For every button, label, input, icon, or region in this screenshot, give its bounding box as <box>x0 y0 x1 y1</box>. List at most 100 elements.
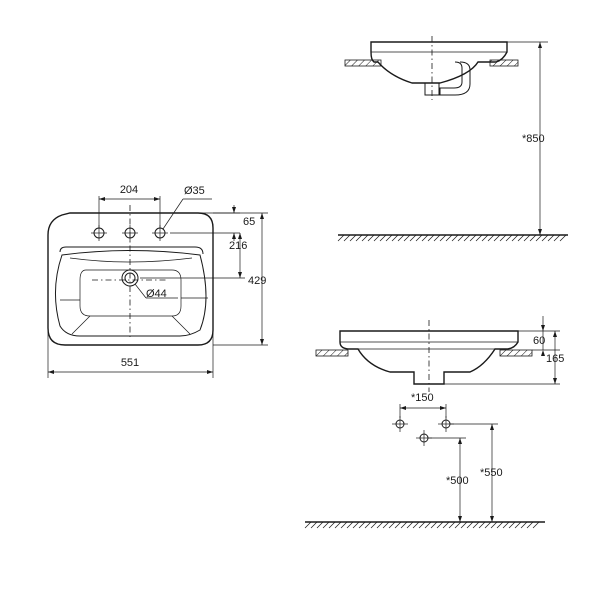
drain-hole <box>121 269 139 287</box>
floor-hatch-mark <box>385 234 393 242</box>
floor-hatch-mark <box>409 234 417 242</box>
floor-hatch-mark <box>382 521 390 529</box>
floor-hatch-mark <box>466 521 474 529</box>
floor-hatch-mark <box>553 234 561 242</box>
floor-hatch-mark <box>364 521 372 529</box>
floor-hatch-mark <box>358 521 366 529</box>
floor-hatch-mark <box>496 521 504 529</box>
deck-edge <box>59 246 204 255</box>
dim-204-label: 204 <box>120 184 138 196</box>
floor-hatch-mark <box>493 234 501 242</box>
floor-hatch-mark <box>511 234 519 242</box>
dim-installation-height: *850 <box>507 41 548 235</box>
floor-hatch-mark <box>418 521 426 529</box>
floor-hatch-mark <box>394 521 402 529</box>
floor-hatch-mark <box>346 521 354 529</box>
floor-hatch-mark <box>481 234 489 242</box>
front-floor-hatch <box>304 521 540 529</box>
floor-hatch-mark <box>514 521 522 529</box>
floor-hatch-mark <box>361 234 369 242</box>
dim-216-label: 216 <box>229 240 247 252</box>
floor-hatch-mark <box>457 234 465 242</box>
floor-hatch-mark <box>343 234 351 242</box>
dim-65-label: 65 <box>243 216 255 228</box>
floor-hatch-mark <box>448 521 456 529</box>
floor-hatch-mark <box>403 234 411 242</box>
dim-drain-and-supply-height: *500 *550 <box>428 423 503 522</box>
dim-165-label: 165 <box>546 353 564 365</box>
floor-hatch-mark <box>421 234 429 242</box>
floor-hatch-mark <box>406 521 414 529</box>
counter-left <box>344 59 382 67</box>
floor-hatch-mark <box>334 521 342 529</box>
floor-hatch-mark <box>415 234 423 242</box>
floor-hatch-mark <box>310 521 318 529</box>
dim-holes-spacing: 204 <box>98 184 161 228</box>
floor-hatch-mark <box>490 521 498 529</box>
floor-hatch-mark <box>373 234 381 242</box>
floor-hatch-mark <box>499 234 507 242</box>
floor-hatch-mark <box>547 234 555 242</box>
floor-hatch-mark <box>469 234 477 242</box>
floor-hatch-mark <box>532 521 540 529</box>
dim-60-label: 60 <box>533 335 545 347</box>
top-view: 204 Ø35 65 216 <box>47 184 268 378</box>
floor-hatch-mark <box>559 234 567 242</box>
dim-150-label: *150 <box>411 392 434 404</box>
floor-hatch-mark <box>388 521 396 529</box>
dim-850-label: *850 <box>522 133 545 145</box>
dim-tap-to-drain: 216 <box>140 233 247 279</box>
floor-hatch-mark <box>337 234 345 242</box>
floor-hatch-mark <box>412 521 420 529</box>
floor-hatch-mark <box>520 521 528 529</box>
counter-right <box>489 59 519 67</box>
floor-hatch-mark <box>535 234 543 242</box>
floor-hatch-mark <box>352 521 360 529</box>
bowl-contour-e <box>69 257 193 263</box>
floor-hatch-mark <box>463 234 471 242</box>
bowl-contour-c <box>71 315 91 335</box>
side-siphon <box>439 61 471 96</box>
tap-hole-centre <box>122 225 138 241</box>
floor-hatch-mark <box>478 521 486 529</box>
dim-drain-diameter: Ø44 <box>134 283 178 300</box>
floor-hatch-mark <box>442 521 450 529</box>
dim-rim-and-total-height: 60 165 <box>444 316 564 385</box>
floor-hatch-mark <box>508 521 516 529</box>
front-counter-left <box>315 349 349 357</box>
floor-hatch-mark <box>355 234 363 242</box>
floor-hatch-mark <box>316 521 324 529</box>
floor-hatch-mark <box>439 234 447 242</box>
floor-hatch-mark <box>427 234 435 242</box>
dim-500-label: *500 <box>446 475 469 487</box>
floor-hatch-mark <box>502 521 510 529</box>
dim-hole-diameter: Ø35 <box>162 185 212 230</box>
floor-hatch-mark <box>391 234 399 242</box>
floor-hatch-mark <box>397 234 405 242</box>
dim-drain-diameter-label: Ø44 <box>146 288 167 300</box>
floor-hatch-mark <box>349 234 357 242</box>
floor-hatch-mark <box>433 234 441 242</box>
floor-hatch-mark <box>526 521 534 529</box>
floor-hatch-mark <box>340 521 348 529</box>
dim-top-offset: 65 <box>170 205 255 241</box>
basin-outline <box>47 212 214 346</box>
floor-hatch-mark <box>487 234 495 242</box>
floor-hatch-mark <box>475 234 483 242</box>
front-counter-right <box>499 349 533 357</box>
floor-hatch-mark <box>523 234 531 242</box>
front-view: 60 165 *150 <box>304 316 564 529</box>
floor-hatch-mark <box>322 521 330 529</box>
dim-hole-diameter-label: Ø35 <box>184 185 205 197</box>
floor-hatch-mark <box>541 234 549 242</box>
floor-hatch-mark <box>472 521 480 529</box>
floor-hatch-mark <box>400 521 408 529</box>
floor-hatch-mark <box>454 521 462 529</box>
floor-hatch-mark <box>517 234 525 242</box>
dim-550-label: *550 <box>480 467 503 479</box>
dim-depth: 429 <box>213 212 268 346</box>
side-view: *850 <box>337 36 568 242</box>
floor-hatch-mark <box>436 521 444 529</box>
floor-hatch-mark <box>424 521 432 529</box>
